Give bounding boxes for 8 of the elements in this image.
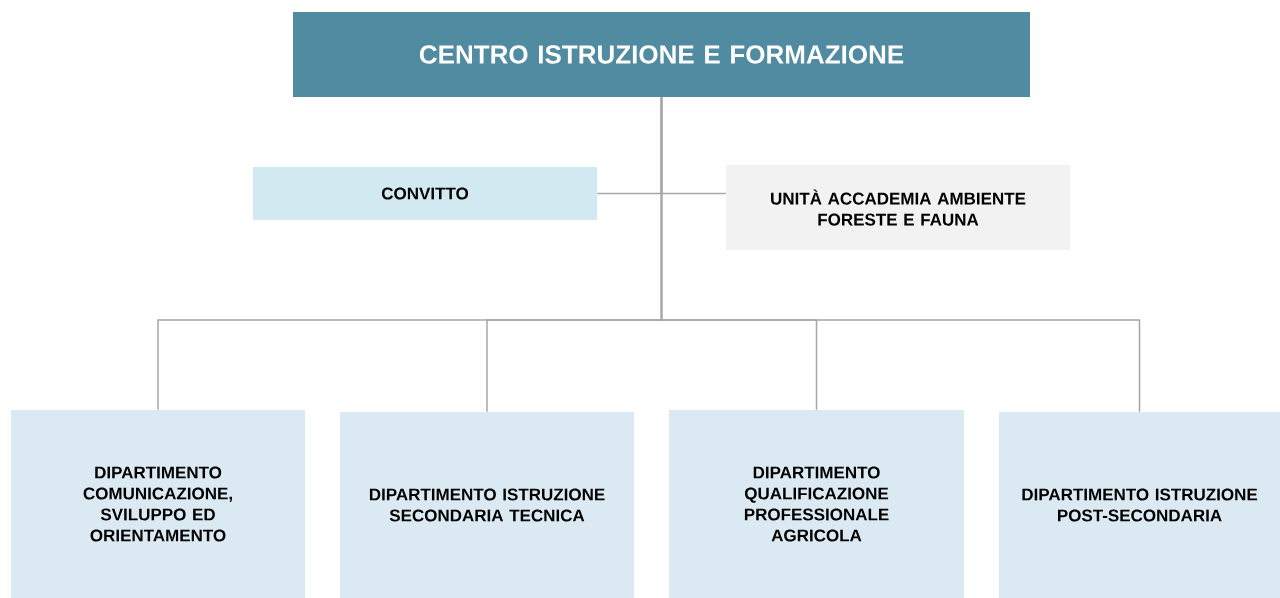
title-box: CENTRO ISTRUZIONE E FORMAZIONE	[293, 12, 1030, 97]
department-box: DIPARTIMENTO COMUNICAZIONE, SVILUPPO ED ORIENTAMENTO	[11, 410, 305, 598]
connector-line	[660, 96, 1141, 413]
unit-box: UNITÀ ACCADEMIA AMBIENTE FORESTE E FAUNA	[726, 165, 1070, 250]
department-box: DIPARTIMENTO ISTRUZIONE SECONDARIA TECNICA	[340, 412, 634, 598]
department-box: DIPARTIMENTO ISTRUZIONE POST-SECONDARIA	[999, 412, 1280, 598]
department-box: DIPARTIMENTO QUALIFICAZIONE PROFESSIONALE AGRICOLA	[669, 410, 964, 598]
unit-box: CONVITTO	[253, 167, 597, 220]
